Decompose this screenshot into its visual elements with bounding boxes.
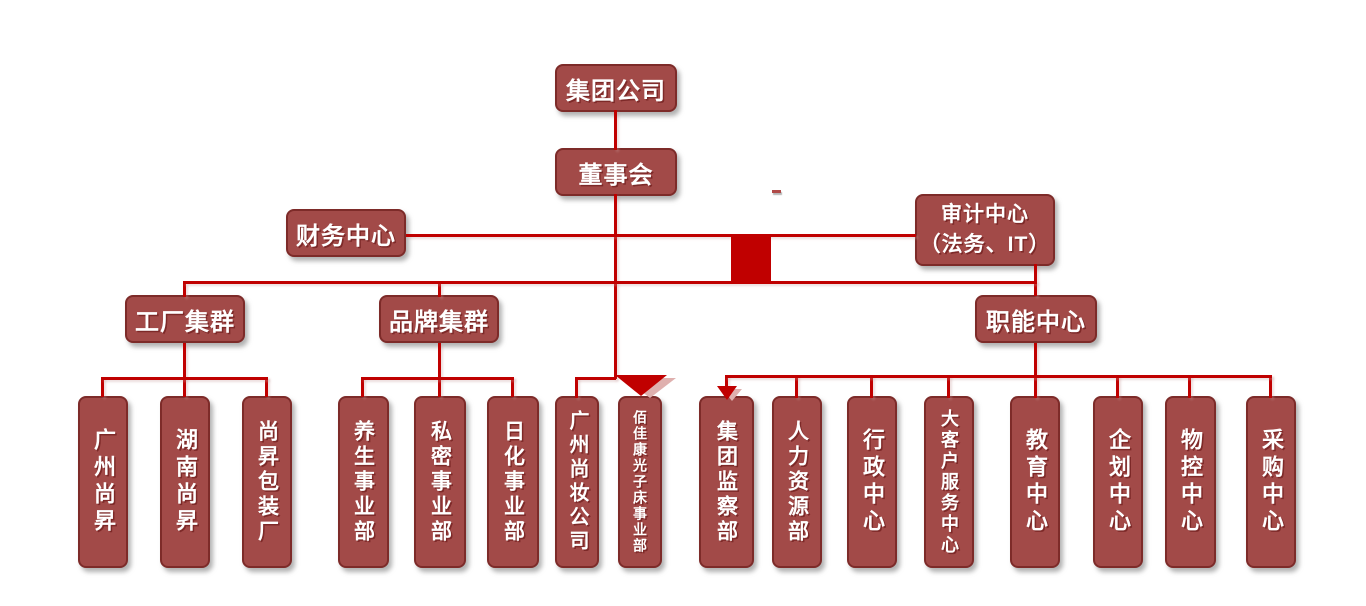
- connector-line-vertical: [511, 377, 514, 397]
- node-brand-cluster: 品牌集群: [379, 295, 499, 343]
- wide-down-arrow-icon: [615, 375, 667, 396]
- connector-line-horizontal: [361, 377, 514, 380]
- org-leaf-node: 人力资源部: [772, 396, 822, 568]
- node-function-center: 职能中心: [975, 295, 1097, 343]
- org-leaf-label: 尚昇包装厂: [255, 419, 279, 545]
- connector-line-vertical: [438, 343, 441, 378]
- node-group-company: 集团公司: [555, 64, 677, 112]
- audit-center-line1: 审计中心: [941, 202, 1029, 226]
- connector-line-horizontal: [183, 281, 1037, 284]
- connector-line-vertical: [795, 375, 798, 398]
- org-leaf-node: 物控中心: [1164, 396, 1216, 568]
- connector-line-vertical: [1034, 343, 1037, 398]
- connector-line-vertical: [1116, 375, 1119, 398]
- connector-junction-square: [731, 236, 771, 282]
- org-leaf-label: 湖南尚昇: [173, 428, 198, 536]
- org-leaf-node: 养生事业部: [337, 396, 389, 568]
- org-leaf-label: 企划中心: [1106, 428, 1131, 536]
- connector-line-vertical: [101, 377, 104, 397]
- org-leaf-node: 教育中心: [1010, 396, 1060, 568]
- org-leaf-label: 物控中心: [1178, 428, 1203, 536]
- connector-line-vertical: [438, 377, 441, 397]
- stray-dash-mark: [772, 190, 781, 193]
- org-leaf-node: 佰佳康光子床事业部: [618, 396, 662, 568]
- org-leaf-label: 佰佳康光子床事业部: [632, 410, 648, 554]
- org-leaf-label: 行政中心: [860, 428, 885, 536]
- org-leaf-node: 企划中心: [1093, 396, 1143, 568]
- connector-line-vertical: [614, 110, 617, 150]
- connector-line-vertical: [575, 377, 578, 398]
- org-leaf-label: 广州尚妆公司: [566, 410, 588, 554]
- connector-line-horizontal: [725, 375, 1272, 378]
- org-leaf-node: 采购中心: [1246, 396, 1296, 568]
- connector-line-vertical: [183, 377, 186, 397]
- node-audit-center: 审计中心 （法务、IT）: [915, 194, 1055, 266]
- org-leaf-label: 日化事业部: [501, 419, 525, 545]
- connector-line-vertical: [265, 377, 268, 397]
- org-leaf-node: 尚昇包装厂: [242, 396, 292, 568]
- org-leaf-label: 广州尚昇: [91, 428, 116, 536]
- connector-line-horizontal: [101, 377, 268, 380]
- connector-line-vertical: [947, 375, 950, 398]
- org-leaf-node: 集团监察部: [698, 396, 754, 568]
- org-leaf-node: 日化事业部: [487, 396, 539, 568]
- org-leaf-node: 湖南尚昇: [160, 396, 210, 568]
- audit-center-line2: （法务、IT）: [919, 233, 1051, 256]
- connector-line-vertical: [183, 343, 186, 378]
- node-finance-center: 财务中心: [286, 209, 406, 257]
- org-leaf-node: 大客户服务中心: [924, 396, 974, 568]
- connector-line-horizontal: [406, 234, 916, 237]
- connector-line-vertical: [183, 283, 186, 297]
- connector-line-vertical: [1034, 264, 1037, 296]
- node-board: 董事会: [555, 148, 677, 196]
- connector-line-vertical: [361, 377, 364, 397]
- org-leaf-label: 人力资源部: [785, 419, 809, 545]
- org-leaf-label: 养生事业部: [351, 419, 375, 545]
- org-leaf-label: 大客户服务中心: [939, 408, 959, 556]
- connector-line-horizontal: [576, 377, 616, 380]
- down-arrow-icon: [717, 386, 737, 400]
- connector-line-vertical: [1269, 375, 1272, 398]
- org-leaf-node: 行政中心: [847, 396, 897, 568]
- org-leaf-label: 集团监察部: [714, 419, 738, 545]
- connector-line-vertical: [1188, 375, 1191, 398]
- org-leaf-node: 私密事业部: [414, 396, 466, 568]
- connector-line-vertical: [870, 375, 873, 398]
- org-leaf-label: 私密事业部: [428, 419, 452, 545]
- connector-line-vertical: [725, 375, 728, 387]
- connector-line-vertical: [614, 194, 617, 379]
- node-factory-cluster: 工厂集群: [125, 295, 245, 343]
- org-leaf-label: 教育中心: [1023, 428, 1048, 536]
- org-leaf-label: 采购中心: [1259, 428, 1284, 536]
- org-leaf-node: 广州尚昇: [78, 396, 128, 568]
- org-leaf-node: 广州尚妆公司: [555, 396, 599, 568]
- connector-line-vertical: [438, 283, 441, 297]
